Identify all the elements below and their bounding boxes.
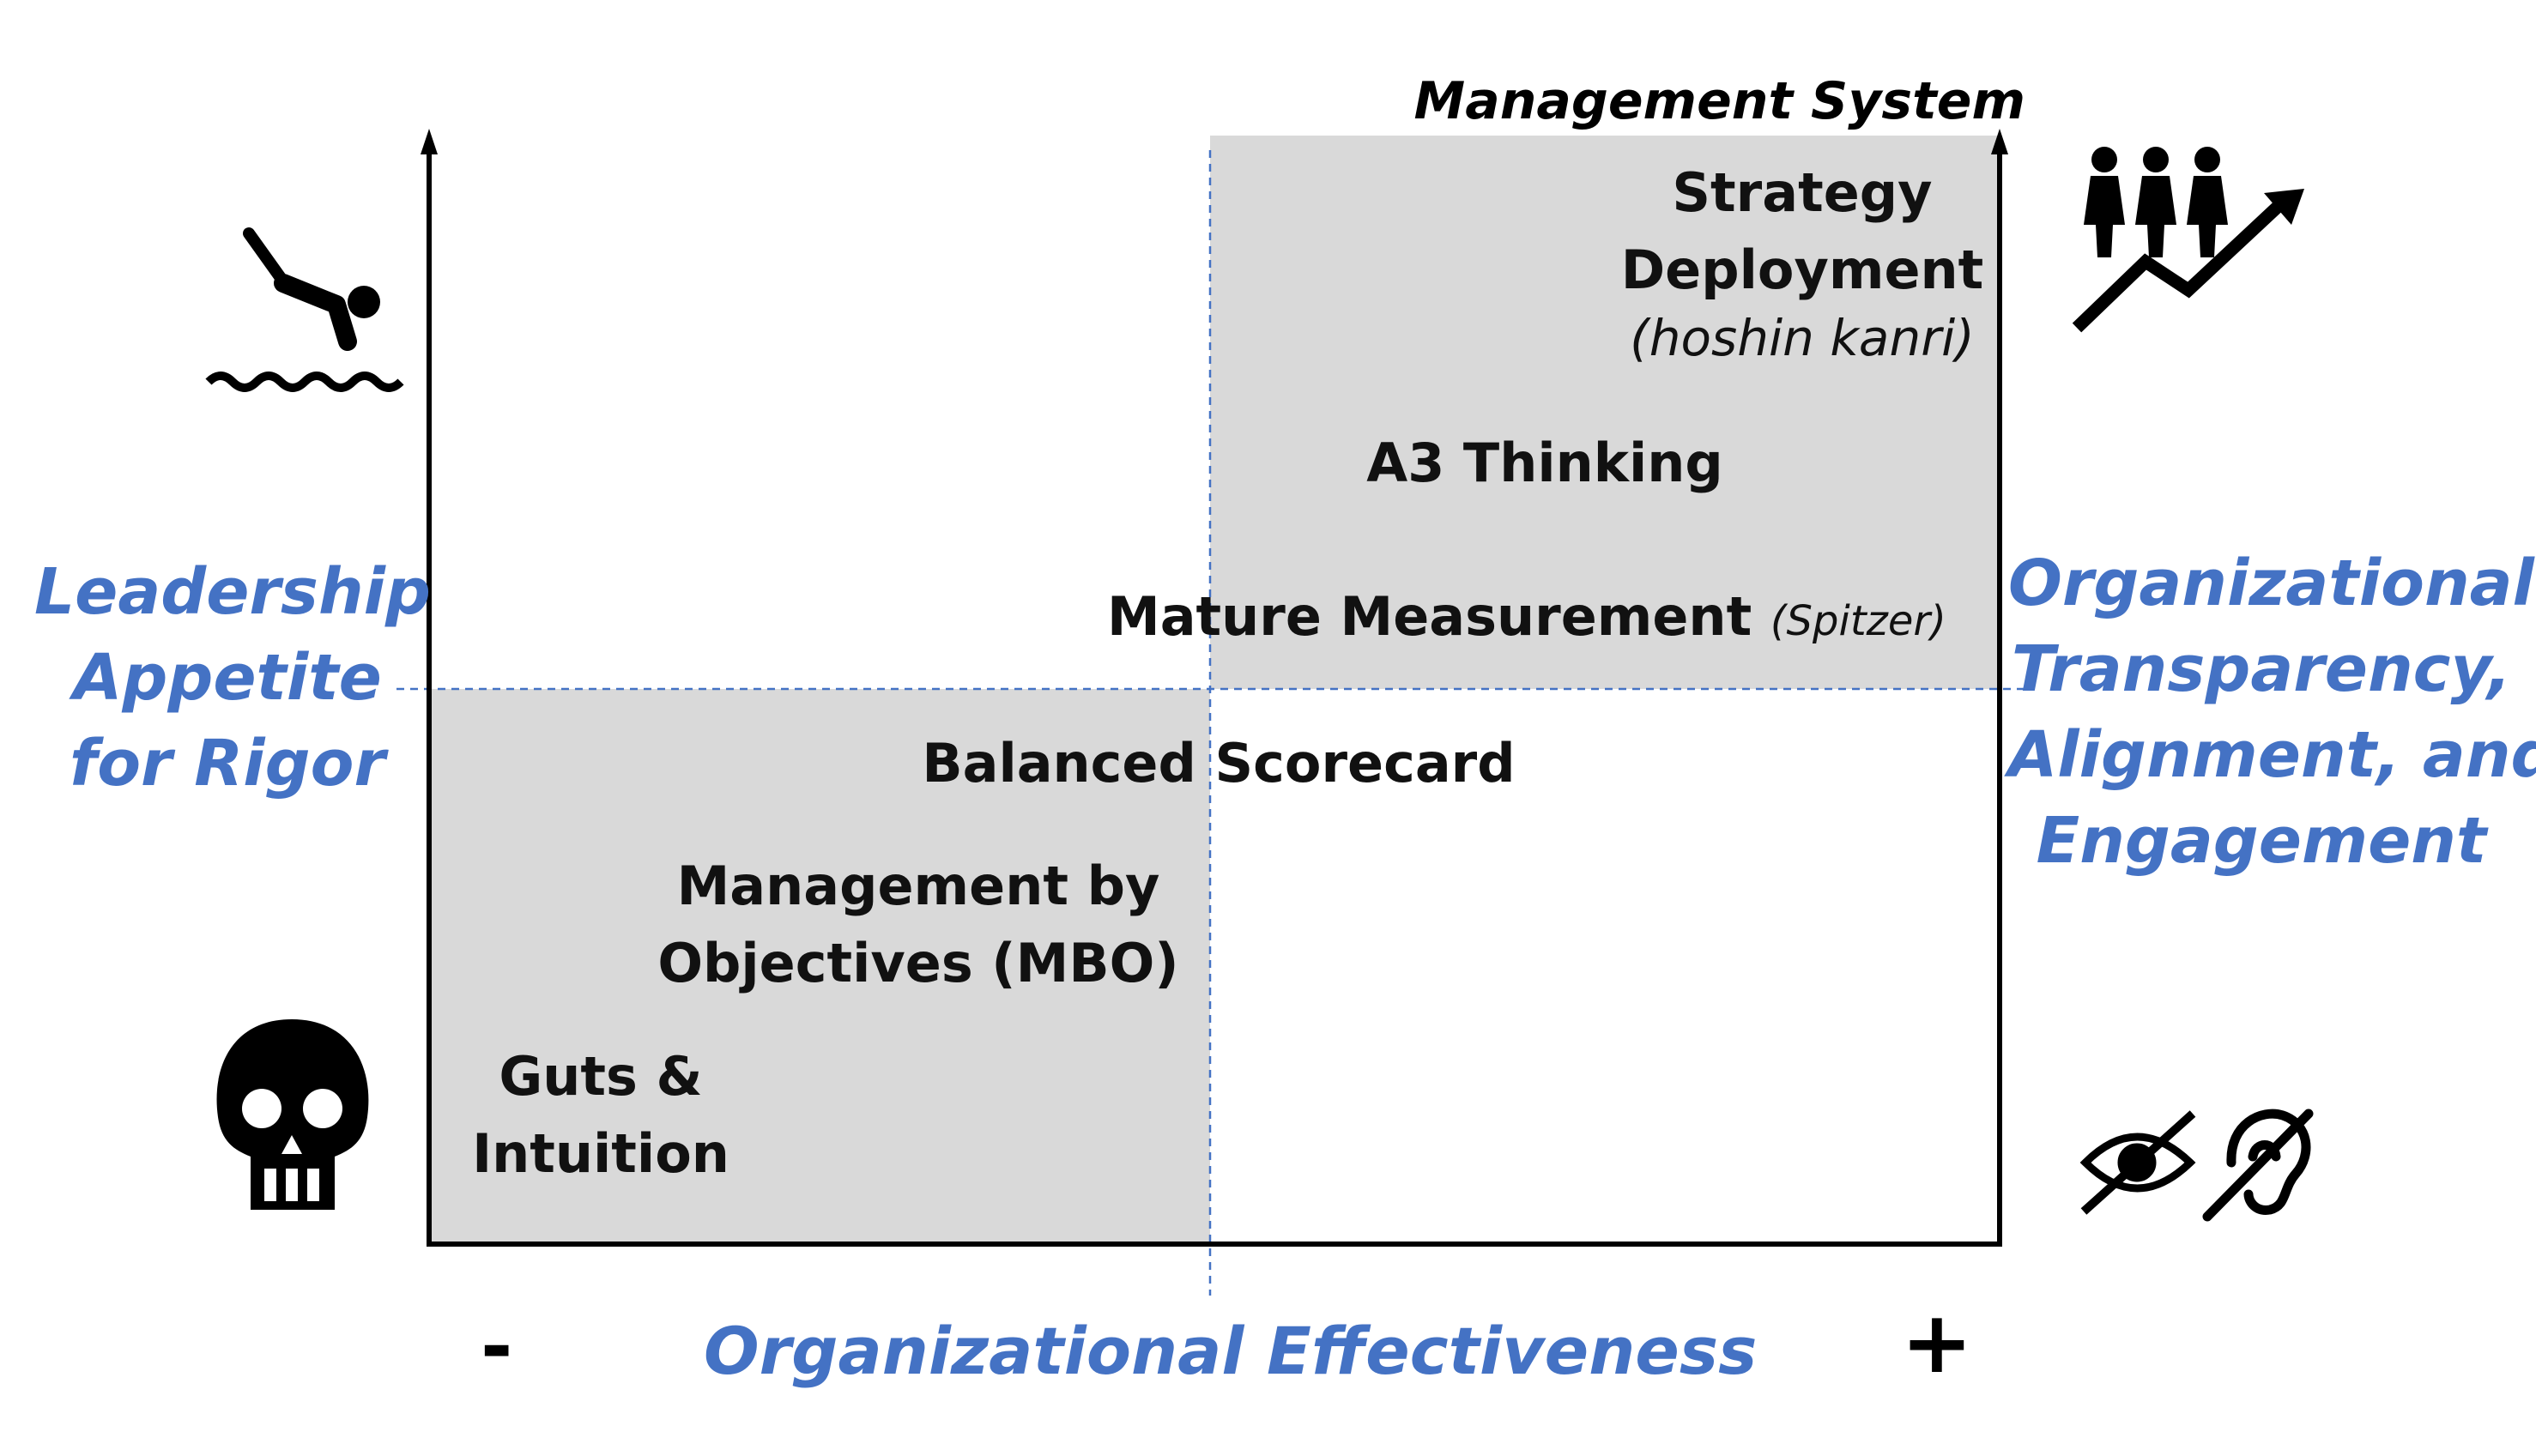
right-axis-arrowhead — [1991, 129, 2008, 154]
hoshin-kanri-note: (hoshin kanri) — [1630, 309, 1975, 367]
right-axis-label: Organizational Transparency, Alignment, … — [2008, 547, 2536, 878]
x-axis-label: Organizational Effectiveness — [704, 1313, 1758, 1389]
deaf-icon — [2202, 1109, 2314, 1222]
bottom-left-quadrant — [429, 689, 1210, 1242]
top-right-quadrant — [1210, 136, 2000, 689]
strategy-deployment-label: Strategy Deployment — [1620, 161, 1984, 301]
spitzer-note: (Spitzer) — [1770, 597, 1946, 645]
y-axis-arrowhead — [421, 129, 438, 154]
balanced-scorecard-label: Balanced Scorecard — [922, 732, 1516, 794]
x-axis-min-label: - — [481, 1302, 513, 1392]
y-axis-label: Leadership Appetite for Rigor — [34, 555, 431, 800]
mbo-label: Management by Objectives (MBO) — [657, 855, 1179, 994]
x-axis-max-label: + — [1901, 1292, 1973, 1393]
people-growth-icon — [2072, 147, 2304, 333]
diagram-title: Management System — [1413, 71, 2025, 131]
skull-icon — [216, 1019, 369, 1210]
blind-icon — [2079, 1110, 2196, 1215]
guts-intuition-label: Guts & Intuition — [472, 1045, 729, 1185]
a3-thinking-label: A3 Thinking — [1366, 432, 1723, 494]
diving-icon — [205, 227, 404, 392]
mature-measurement-label: Mature Measurement (Spitzer) — [1107, 585, 1946, 648]
